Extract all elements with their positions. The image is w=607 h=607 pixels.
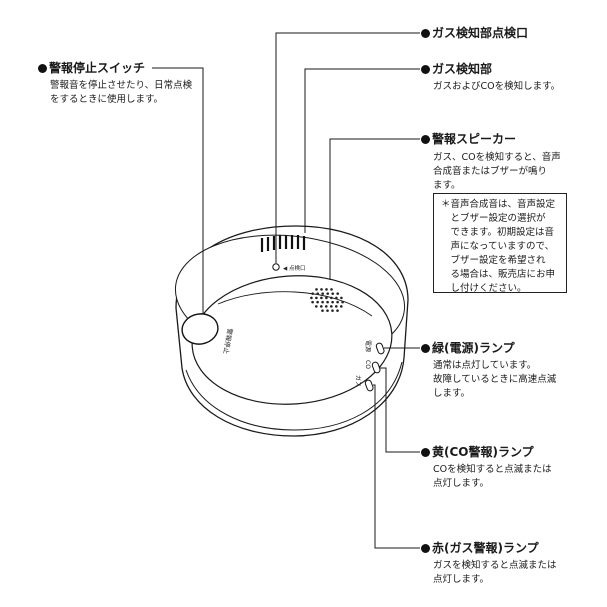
- leader-check-port: [275, 32, 420, 263]
- device-face-arc: [217, 291, 373, 317]
- green-lamp: [375, 342, 385, 355]
- speaker-hole: [310, 296, 313, 300]
- desc-yellow-lamp: COを検知すると点滅または 点灯します。: [433, 464, 552, 489]
- speaker-hole: [336, 309, 339, 312]
- desc-speaker: ガス、COを検知すると、音声 合成音またはブザーが鳴り ます。: [433, 152, 561, 191]
- speaker-hole: [320, 296, 323, 300]
- speaker-hole: [311, 292, 315, 295]
- device-bottom-rim: [185, 361, 403, 431]
- speaker-hole: [326, 300, 329, 304]
- check-port-mark: ◀ 点検口: [283, 264, 305, 272]
- bullet-dot: [421, 344, 430, 353]
- speaker-hole: [325, 296, 328, 300]
- speaker-hole: [315, 288, 318, 291]
- speaker-hole: [320, 305, 323, 308]
- lamp-power-print: 電源: [364, 340, 372, 352]
- leader-stop-switch: [152, 67, 204, 314]
- label-red-lamp: 赤(ガス警報)ランプ: [421, 541, 539, 556]
- desc-green-lamp: 通常は点灯しています。 故障しているときに高速点滅 します。: [433, 360, 557, 399]
- red-lamp: [364, 379, 374, 392]
- bullet-dot: [421, 29, 430, 38]
- speaker-hole: [315, 296, 318, 300]
- speaker-hole: [311, 300, 314, 304]
- speaker-hole: [321, 292, 325, 295]
- speaker-hole: [325, 288, 328, 291]
- speaker-hole: [335, 305, 338, 308]
- device-front-face: [191, 275, 393, 405]
- speaker-hole: [341, 300, 344, 304]
- speaker-hole: [331, 292, 335, 295]
- label-speaker: 警報スピーカー: [421, 132, 516, 147]
- bullet-dot: [421, 65, 430, 74]
- bullet-dot: [421, 135, 430, 144]
- speaker-hole: [316, 300, 319, 304]
- leader-lines: [152, 32, 420, 549]
- speaker-hole: [330, 296, 333, 300]
- speaker-hole: [321, 309, 324, 312]
- speaker-hole: [340, 296, 343, 300]
- speaker-hole: [321, 300, 324, 304]
- lamp-gas-print: ガス: [354, 375, 362, 387]
- speaker-hole: [336, 300, 339, 304]
- label-yellow-lamp: 黄(CO警報)ランプ: [421, 445, 534, 460]
- desc-red-lamp: ガスを検知すると点滅または 点灯します。: [433, 560, 557, 585]
- speaker-hole: [316, 292, 320, 295]
- desc-stop-switch: 警報音を停止させたり、日常点検 をするときに使用します。: [50, 80, 193, 105]
- yellow-lamp: [371, 361, 381, 374]
- check-port-hole: [272, 263, 280, 271]
- speaker-hole: [330, 305, 333, 308]
- speaker-hole: [325, 305, 328, 308]
- bullet-dot: [421, 544, 430, 553]
- bullet-dot: [38, 64, 47, 73]
- leader-yellow-lamp: [380, 367, 420, 453]
- bullet-dot: [421, 448, 430, 457]
- speaker-hole: [331, 309, 334, 312]
- leader-detector: [304, 68, 420, 233]
- speaker-hole: [336, 292, 340, 295]
- leader-red-lamp: [373, 384, 420, 549]
- alarm-stop-switch[interactable]: [180, 311, 221, 347]
- speaker-hole: [320, 288, 323, 291]
- speaker-hole: [335, 296, 338, 300]
- label-detector: ガス検知部: [421, 62, 492, 77]
- speaker-hole: [330, 288, 333, 291]
- label-green-lamp: 緑(電源)ランプ: [421, 341, 515, 356]
- speaker-hole: [326, 292, 330, 295]
- label-check-port: ガス検知部点検口: [421, 26, 528, 41]
- detector-vent: [260, 235, 306, 252]
- lamps: [364, 342, 385, 392]
- label-stop-switch: 警報停止スイッチ: [38, 61, 145, 76]
- speaker-hole: [331, 300, 334, 304]
- lamp-co-print: CO: [364, 360, 371, 369]
- speaker-hole: [315, 305, 318, 308]
- leader-speaker: [329, 138, 420, 280]
- speaker-hole: [326, 309, 329, 312]
- speaker-grille: [310, 288, 344, 312]
- desc-detector: ガスおよびCOを検知します。: [433, 81, 561, 92]
- speaker-hole: [340, 305, 343, 308]
- note-box: ＊音声合成音は、音声設定 とブザー設定の選択が できます。初期設定は音 声になっ…: [433, 193, 567, 294]
